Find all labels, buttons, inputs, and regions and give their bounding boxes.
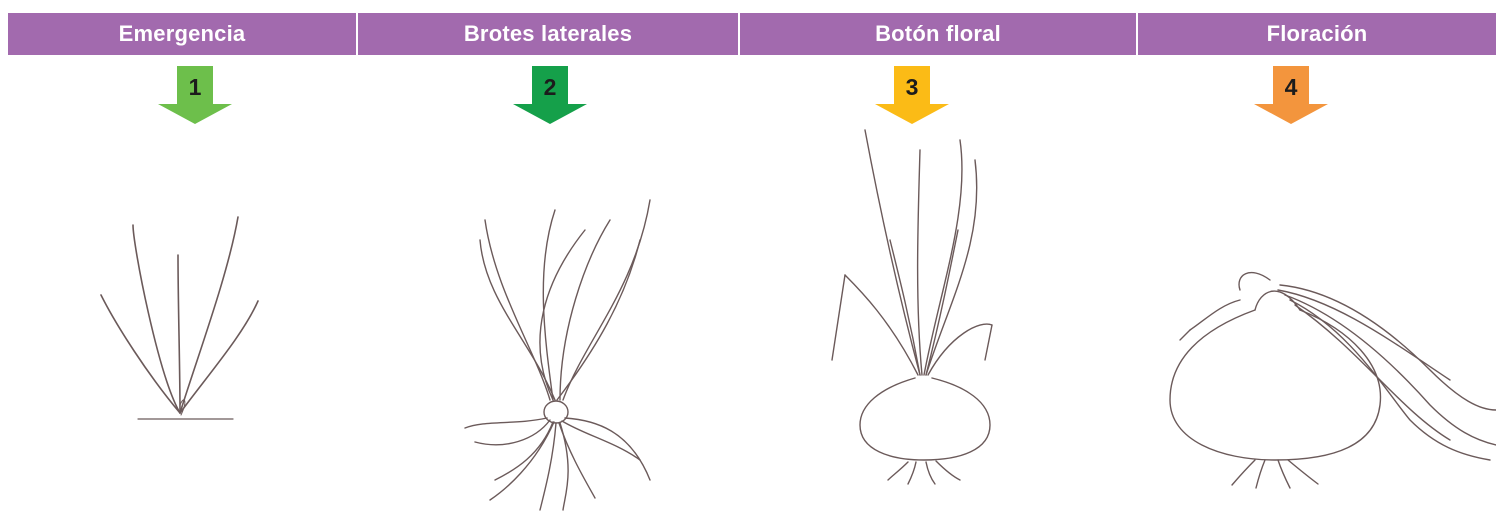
- stage-number-1: 1: [158, 74, 232, 101]
- stage-number-4: 4: [1254, 74, 1328, 101]
- stage-title-boton-floral: Botón floral: [738, 13, 1136, 55]
- stage-title-emergencia: Emergencia: [8, 13, 356, 55]
- stage-header-bar: Emergencia Brotes laterales Botón floral…: [8, 13, 1496, 55]
- flower-bud-illustration: [820, 120, 1010, 490]
- flowering-bulb-illustration: [1160, 260, 1496, 490]
- stage-arrow-3: 3: [875, 66, 949, 124]
- stage-number-2: 2: [513, 74, 587, 101]
- stage-number-3: 3: [875, 74, 949, 101]
- stage-arrow-2: 2: [513, 66, 587, 124]
- lateral-shoots-illustration: [435, 180, 665, 520]
- emergence-seedling-illustration: [88, 205, 278, 435]
- stage-title-floracion: Floración: [1136, 13, 1496, 55]
- stage-arrow-1: 1: [158, 66, 232, 124]
- stage-arrow-4: 4: [1254, 66, 1328, 124]
- stage-title-brotes-laterales: Brotes laterales: [356, 13, 738, 55]
